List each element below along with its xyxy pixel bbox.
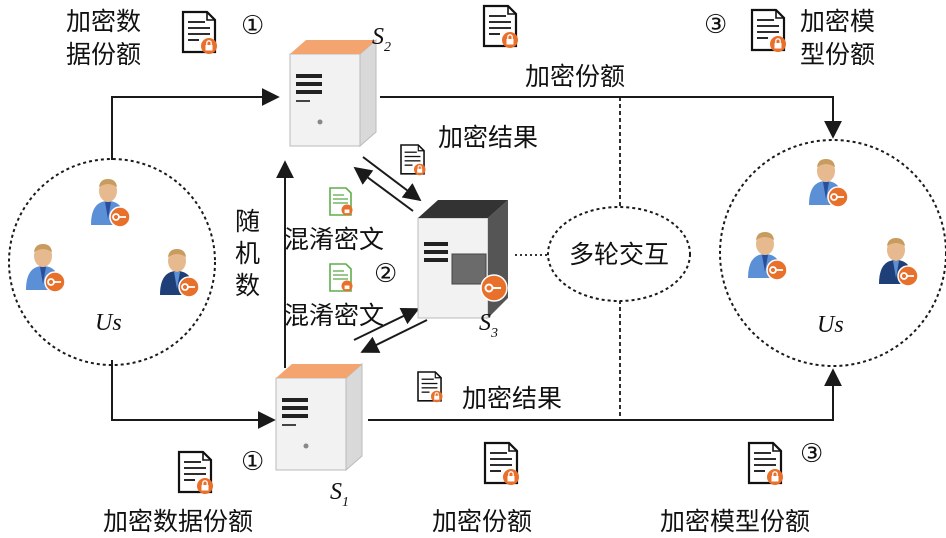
- user-group-left: Us: [8, 158, 216, 366]
- user-icon: [90, 178, 131, 228]
- obfuscated-document-icon: [329, 263, 354, 293]
- obfuscated-document-icon: [329, 187, 354, 217]
- multi-round-interaction: 多轮交互: [547, 206, 691, 302]
- connectors: [111, 88, 842, 429]
- step-3-top: ③: [704, 10, 727, 40]
- user-icon: [159, 248, 200, 298]
- multi-round-label: 多轮交互: [569, 240, 669, 269]
- label-enc-data-share-top-1: 加密数: [66, 7, 141, 36]
- label-obfuscated-1: 混淆密文: [284, 225, 384, 254]
- encrypted-document-icon: [747, 441, 785, 487]
- step-1-bottom: ①: [241, 447, 264, 477]
- server-icon: [275, 363, 363, 471]
- arrow-us-to-s2: [111, 88, 280, 160]
- encrypted-document-icon: [400, 144, 427, 177]
- arrow-s3-to-s2: [353, 166, 414, 212]
- user-icon: [25, 243, 66, 293]
- label-enc-share-top: 加密份额: [525, 62, 625, 91]
- user-icon: [878, 237, 919, 287]
- encrypted-document-icon: [417, 371, 444, 404]
- arrow-s3-to-s1: [360, 319, 428, 353]
- encrypted-document-icon: [177, 450, 215, 496]
- server-s3-label: S3: [479, 310, 498, 341]
- step-2: ②: [374, 259, 397, 289]
- step-1-top: ①: [241, 11, 264, 41]
- arrow-s1-to-right-us: [368, 368, 842, 421]
- label-obfuscated-2: 混淆密文: [284, 301, 384, 330]
- users-label-right: Us: [817, 312, 844, 338]
- server-icon: [289, 39, 377, 147]
- label-random-2: 机: [235, 239, 260, 268]
- encrypted-document-icon: [483, 441, 521, 487]
- label-random-1: 随: [235, 207, 260, 236]
- step-3-bottom: ③: [800, 439, 823, 469]
- label-enc-data-share-bottom: 加密数据份额: [103, 507, 253, 536]
- server-s2-label: S2: [372, 24, 391, 55]
- arrow-s2-to-s3: [362, 156, 422, 202]
- users-label-left: Us: [95, 310, 122, 336]
- label-enc-model-share-bottom: 加密模型份额: [660, 507, 810, 536]
- server-s3: S3: [417, 200, 508, 341]
- encrypted-document-icon: [181, 10, 219, 56]
- user-group-right: Us: [719, 139, 946, 367]
- user-icon: [808, 158, 849, 208]
- encrypted-document-icon: [750, 8, 788, 54]
- label-enc-model-share-top-2: 型份额: [800, 40, 875, 69]
- label-enc-result-bottom: 加密结果: [462, 384, 562, 413]
- label-enc-model-share-top-1: 加密模: [800, 7, 875, 36]
- encrypted-document-icon: [482, 4, 520, 50]
- server-s1: S1: [275, 363, 363, 510]
- arrow-s1-to-s3: [353, 307, 420, 341]
- label-enc-data-share-top-2: 据份额: [66, 40, 141, 69]
- user-icon: [747, 231, 788, 281]
- label-enc-result-top: 加密结果: [438, 123, 538, 152]
- server-s1-label: S1: [330, 479, 349, 510]
- arrow-s2-to-right-us: [380, 96, 842, 139]
- server-s2: S2: [289, 24, 391, 147]
- label-random-3: 数: [235, 271, 260, 300]
- label-enc-share-bottom: 加密份额: [432, 507, 532, 536]
- arrow-us-to-s1: [111, 360, 276, 429]
